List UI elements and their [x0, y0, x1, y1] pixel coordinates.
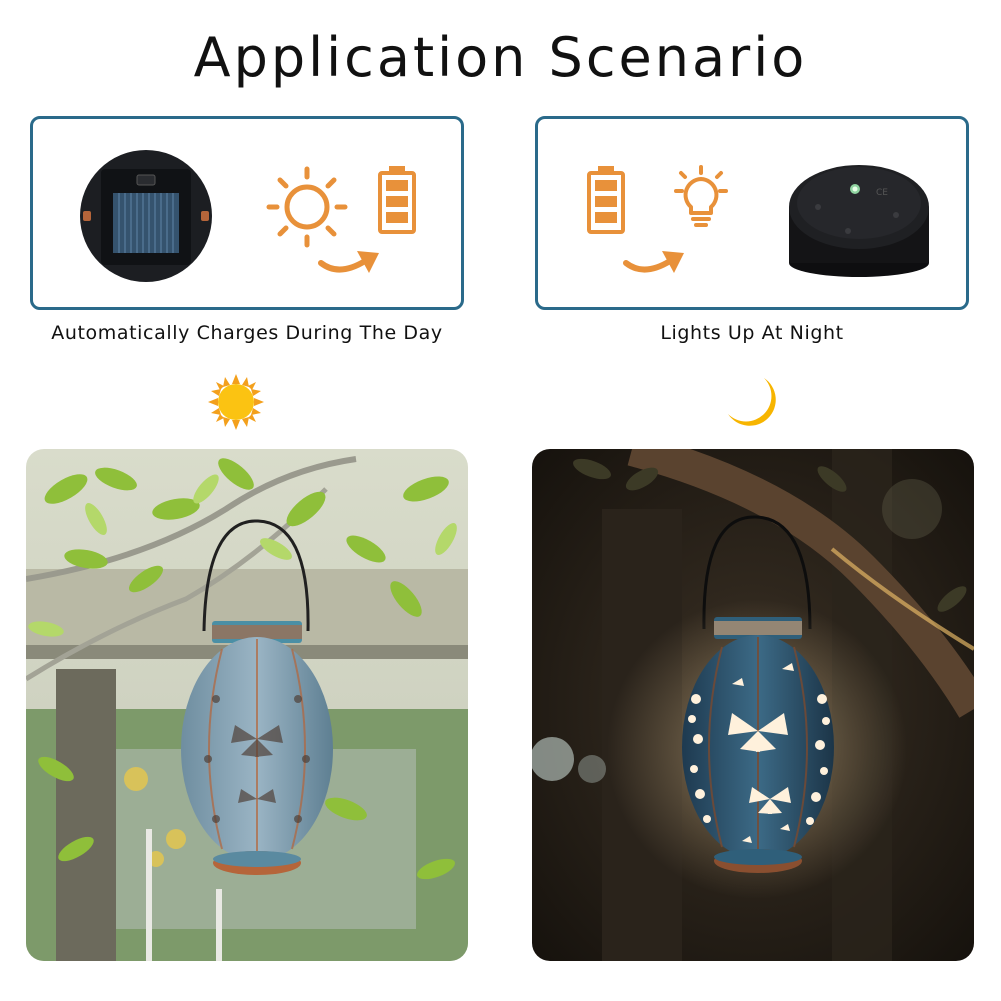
battery-icon [586, 165, 626, 235]
lamp-base-photo: CE [784, 149, 934, 283]
battery-icon [377, 165, 417, 235]
lantern-day-photo [26, 449, 468, 961]
solar-panel-photo [79, 149, 213, 283]
arrow-icon [317, 243, 385, 279]
lighting-caption: Lights Up At Night [660, 322, 844, 344]
bulb-icon [666, 165, 736, 235]
sun-icon [265, 165, 349, 249]
charging-caption: Automatically Charges During The Day [51, 322, 443, 344]
moon-icon [724, 374, 782, 430]
page-title: Application Scenario [193, 26, 808, 89]
lighting-panel: CE [535, 116, 969, 310]
lantern-night-photo [532, 449, 974, 961]
svg-text:CE: CE [876, 188, 888, 198]
arrow-icon [622, 243, 690, 279]
sun-icon [208, 374, 264, 430]
charging-panel [30, 116, 464, 310]
